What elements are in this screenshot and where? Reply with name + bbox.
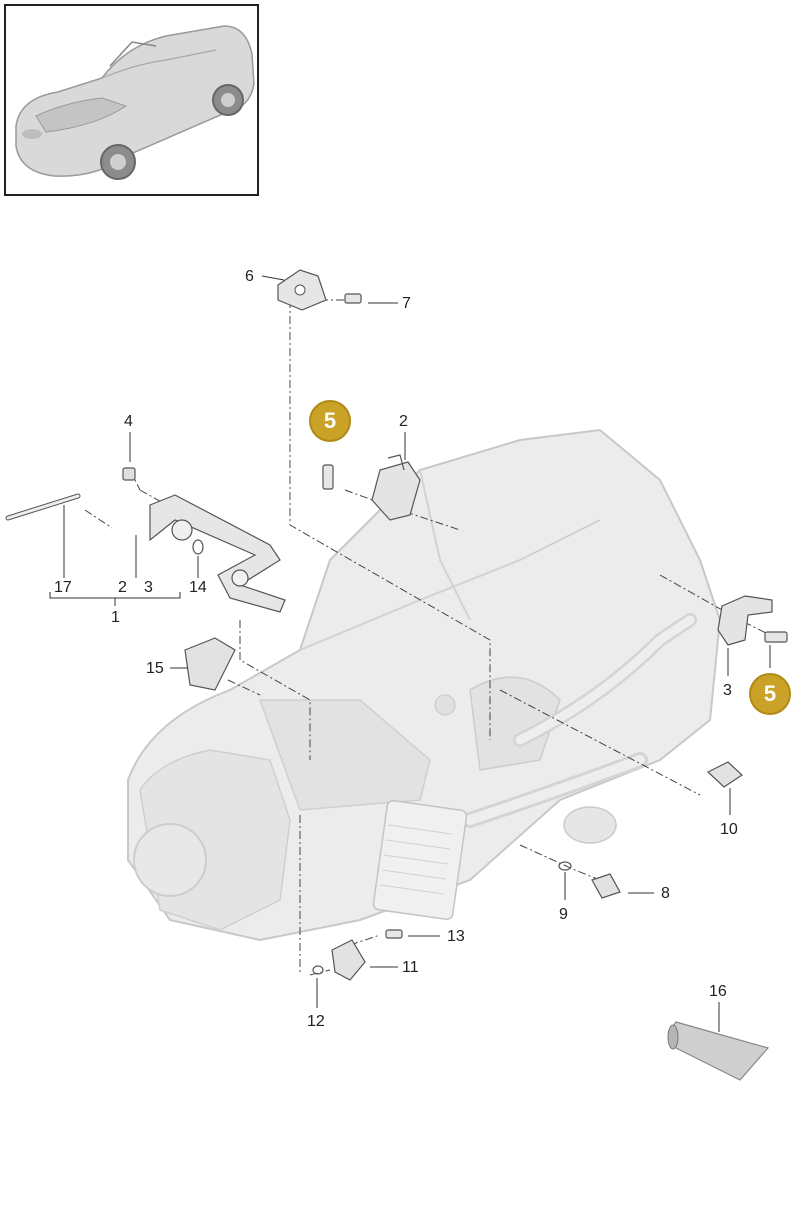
- callout-14: 14: [189, 579, 207, 596]
- part-11-sensor: [331, 939, 366, 981]
- part-17-rod: [5, 493, 81, 521]
- part-16-tube: [667, 1021, 770, 1081]
- callout-15: 15: [146, 660, 164, 677]
- part-5-bolt-right: [764, 631, 788, 643]
- part-13-bolt: [385, 929, 403, 939]
- part-6-bracket: [277, 269, 327, 311]
- part-5-bolt: [322, 464, 334, 490]
- part-9-seal: [558, 861, 572, 871]
- callout-12: 12: [307, 1013, 325, 1030]
- callout-11: 11: [402, 959, 419, 976]
- transmission-housing: [127, 428, 722, 942]
- part-2-bracket: [371, 454, 421, 521]
- callout-2-lower: 2: [118, 579, 127, 596]
- callout-16: 16: [709, 983, 727, 1000]
- callout-7: 7: [402, 295, 411, 312]
- part-1-lever-assembly: [149, 494, 286, 613]
- callout-9: 9: [559, 906, 568, 923]
- part-3-bracket: [717, 595, 773, 646]
- part-10-sensor: [706, 761, 743, 788]
- part-12-seal: [312, 965, 324, 975]
- part-15-bracket: [184, 637, 236, 691]
- highlight-badge-right[interactable]: 5: [749, 673, 791, 715]
- callout-8: 8: [661, 885, 670, 902]
- callout-4: 4: [124, 413, 133, 430]
- callout-10: 10: [720, 821, 738, 838]
- callout-17: 17: [54, 579, 72, 596]
- callout-3-right: 3: [723, 682, 732, 699]
- part-14-washer: [192, 539, 204, 555]
- callout-leaders: [49, 275, 771, 1032]
- callout-1: 1: [111, 609, 120, 626]
- part-7-bolt: [344, 293, 362, 304]
- callout-13: 13: [447, 928, 465, 945]
- part-8-sensor: [591, 873, 621, 899]
- callout-2-upper: 2: [399, 413, 408, 430]
- callout-6: 6: [245, 268, 254, 285]
- roadster-car-icon: [15, 25, 255, 180]
- vehicle-inset: [4, 4, 259, 196]
- callout-3-lower: 3: [144, 579, 153, 596]
- highlight-badge-upper[interactable]: 5: [309, 400, 351, 442]
- part-4-nut: [122, 467, 136, 481]
